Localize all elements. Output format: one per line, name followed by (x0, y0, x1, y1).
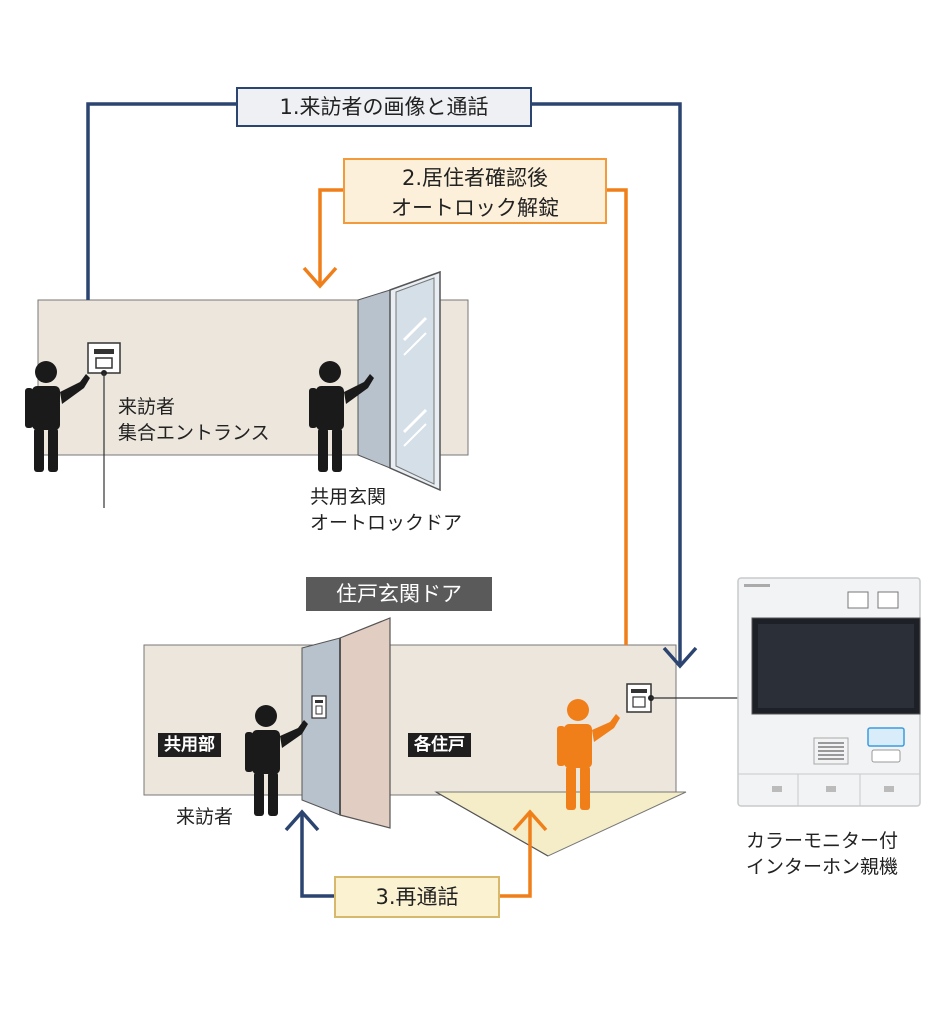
resident-figure (557, 699, 620, 810)
unit-entrance-door (301, 617, 391, 829)
visitor-entrance-line1: 来訪者 (118, 396, 176, 418)
step1-label: 1.来訪者の画像と通話 (279, 95, 489, 119)
autolock-door-label: 共用玄関 オートロックドア (310, 484, 462, 536)
visitor-figure-unit (245, 705, 308, 816)
step2-box: 2.居住者確認後 オートロック解錠 (343, 158, 607, 224)
common-area-label: 共用部 (158, 733, 221, 757)
flow-line-step3 (284, 809, 548, 898)
autolock-door-line1: 共用玄関 (310, 486, 387, 508)
each-unit-label: 各住戸 (408, 733, 471, 757)
step3-label: 3.再通話 (375, 885, 459, 909)
entrance-intercom-panel (87, 342, 121, 508)
monitor-label-line1: カラーモニター付 (746, 830, 899, 852)
visitor-figure-entrance (25, 361, 90, 472)
visitor-unit-label: 来訪者 (176, 806, 234, 828)
monitor-label-line2: インターホン親機 (746, 856, 899, 878)
flow-line-step1 (86, 102, 698, 669)
door-intercom-panel (311, 695, 327, 719)
visitor-figure-autolock (309, 361, 374, 472)
step3-box: 3.再通話 (334, 876, 500, 918)
visitor-entrance-line2: 集合エントランス (118, 422, 270, 444)
indoor-intercom-unit (626, 683, 738, 713)
step1-box: 1.来訪者の画像と通話 (236, 87, 532, 127)
color-monitor-intercom (737, 577, 921, 807)
autolock-door (357, 270, 441, 492)
unit-floor (434, 791, 687, 857)
flow-line-step2 (302, 188, 628, 645)
visitor-entrance-label: 来訪者 集合エントランス (118, 394, 270, 446)
step2-label-line2: オートロック解錠 (391, 196, 559, 220)
step2-label-line1: 2.居住者確認後 (401, 166, 549, 190)
unit-wall (143, 644, 677, 796)
autolock-door-line2: オートロックドア (310, 512, 463, 534)
monitor-label: カラーモニター付 インターホン親機 (746, 828, 898, 880)
unit-door-title: 住戸玄関ドア (306, 577, 492, 611)
